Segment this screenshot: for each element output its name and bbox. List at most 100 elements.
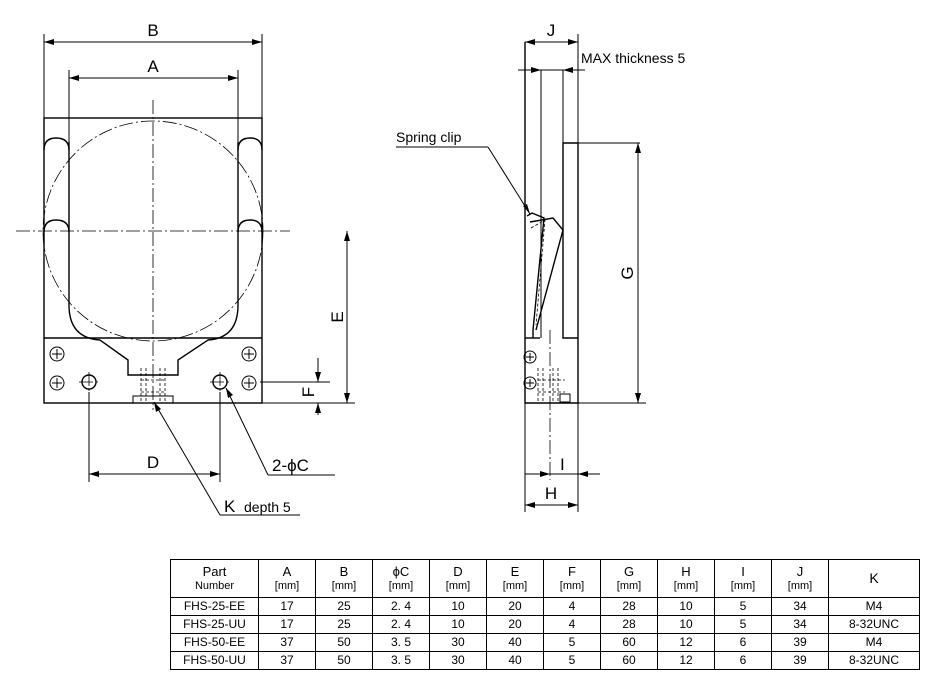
table-cell: 30 (429, 633, 487, 652)
table-cell: 20 (486, 615, 544, 634)
table-cell: 4 (543, 597, 601, 616)
column-header-name: B (339, 563, 349, 579)
table-cell: 34 (771, 597, 829, 616)
column-header: G[mm] (600, 559, 658, 598)
column-header-unit: [mm] (559, 579, 585, 592)
dimension-a-label: A (147, 57, 159, 76)
front-view: B A E F (16, 21, 355, 516)
column-header-name: A (282, 563, 292, 579)
column-header-unit: [mm] (502, 579, 528, 592)
table-cell: 6 (714, 651, 772, 670)
table-cell: 50 (315, 651, 373, 670)
screw-icon (49, 375, 65, 391)
table-cell: 10 (429, 615, 487, 634)
table-cell: 10 (429, 597, 487, 616)
table-cell: 5 (543, 633, 601, 652)
table-cell: 34 (771, 615, 829, 634)
dimension-f: F (260, 358, 330, 415)
table-cell: 17 (258, 615, 316, 634)
inner-cutout (68, 142, 239, 376)
column-header-name: I (741, 563, 745, 579)
screw-icon (241, 375, 257, 391)
table-cell: 60 (600, 651, 658, 670)
dimension-d-label: D (147, 453, 159, 472)
column-header-name: K (869, 570, 879, 587)
max-thickness-note: MAX thickness 5 (581, 50, 685, 66)
screw-icon (523, 376, 537, 390)
column-header-unit: [mm] (616, 579, 642, 592)
dimension-i: I (525, 403, 600, 512)
table-cell: M4 (828, 633, 920, 652)
screw-icon (49, 346, 65, 362)
column-header-name: H (681, 563, 691, 579)
threaded-hole (132, 368, 174, 404)
dimension-h: H (524, 403, 578, 512)
spring-clip-callout: Spring clip (396, 129, 531, 215)
column-header-name: J (796, 563, 804, 579)
table-cell: 2. 4 (372, 615, 430, 634)
dimension-j: J (525, 21, 579, 143)
table-cell: FHS-50-UU (170, 651, 259, 670)
side-body-outline (524, 42, 579, 404)
thread-callout-letter: K (224, 497, 236, 516)
column-header: H[mm] (657, 559, 715, 598)
side-view: J MAX thickness 5 Spring clip G (396, 21, 685, 512)
dimension-e-label: E (328, 311, 347, 322)
table-cell: 40 (486, 651, 544, 670)
column-header-unit: [mm] (787, 579, 813, 592)
table-cell: 28 (600, 597, 658, 616)
table-cell: 4 (543, 615, 601, 634)
column-header-name: E (510, 563, 520, 579)
column-header: ϕC[mm] (372, 559, 430, 598)
thread-callout-depth: depth 5 (244, 499, 291, 515)
column-header: B[mm] (315, 559, 373, 598)
dimension-h-label: H (545, 484, 557, 503)
table-cell: 28 (600, 615, 658, 634)
column-header-unit: [mm] (445, 579, 471, 592)
table-cell: 10 (657, 597, 715, 616)
table-cell: 5 (714, 597, 772, 616)
dimension-i-label: I (560, 455, 565, 474)
table-cell: 39 (771, 633, 829, 652)
dimension-d: D (88, 392, 221, 482)
column-header-name: ϕC (392, 563, 410, 579)
table-cell: FHS-25-EE (170, 597, 259, 616)
column-header: K (828, 559, 920, 598)
hole-callout: 2-ϕC (225, 387, 335, 476)
column-header-unit: [mm] (388, 579, 414, 592)
table-cell: M4 (828, 597, 920, 616)
table-cell: 40 (486, 633, 544, 652)
table-cell: FHS-50-EE (170, 633, 259, 652)
spring-clip (526, 212, 564, 338)
column-header: E[mm] (486, 559, 544, 598)
column-header-unit: Number (194, 579, 235, 592)
column-header: J[mm] (771, 559, 829, 598)
table-cell: 25 (315, 615, 373, 634)
side-threaded-hole (537, 368, 571, 403)
spring-clip-label: Spring clip (396, 129, 462, 145)
dimension-e: E (262, 231, 355, 404)
table-cell: 60 (600, 633, 658, 652)
table-cell: 10 (657, 615, 715, 634)
column-header-name: F (568, 563, 576, 579)
column-header-name: D (453, 563, 463, 579)
table-cell: 6 (714, 633, 772, 652)
mounting-hole-right (210, 372, 230, 392)
dimension-g: G (578, 143, 646, 404)
table-cell: 37 (258, 633, 316, 652)
table-cell: 5 (543, 651, 601, 670)
left-slot (43, 137, 70, 233)
dimension-j-label: J (547, 21, 556, 40)
dimension-b: B (43, 21, 263, 118)
dimension-b-label: B (147, 21, 158, 40)
screw-icon (523, 350, 537, 364)
table-cell: 5 (714, 615, 772, 634)
